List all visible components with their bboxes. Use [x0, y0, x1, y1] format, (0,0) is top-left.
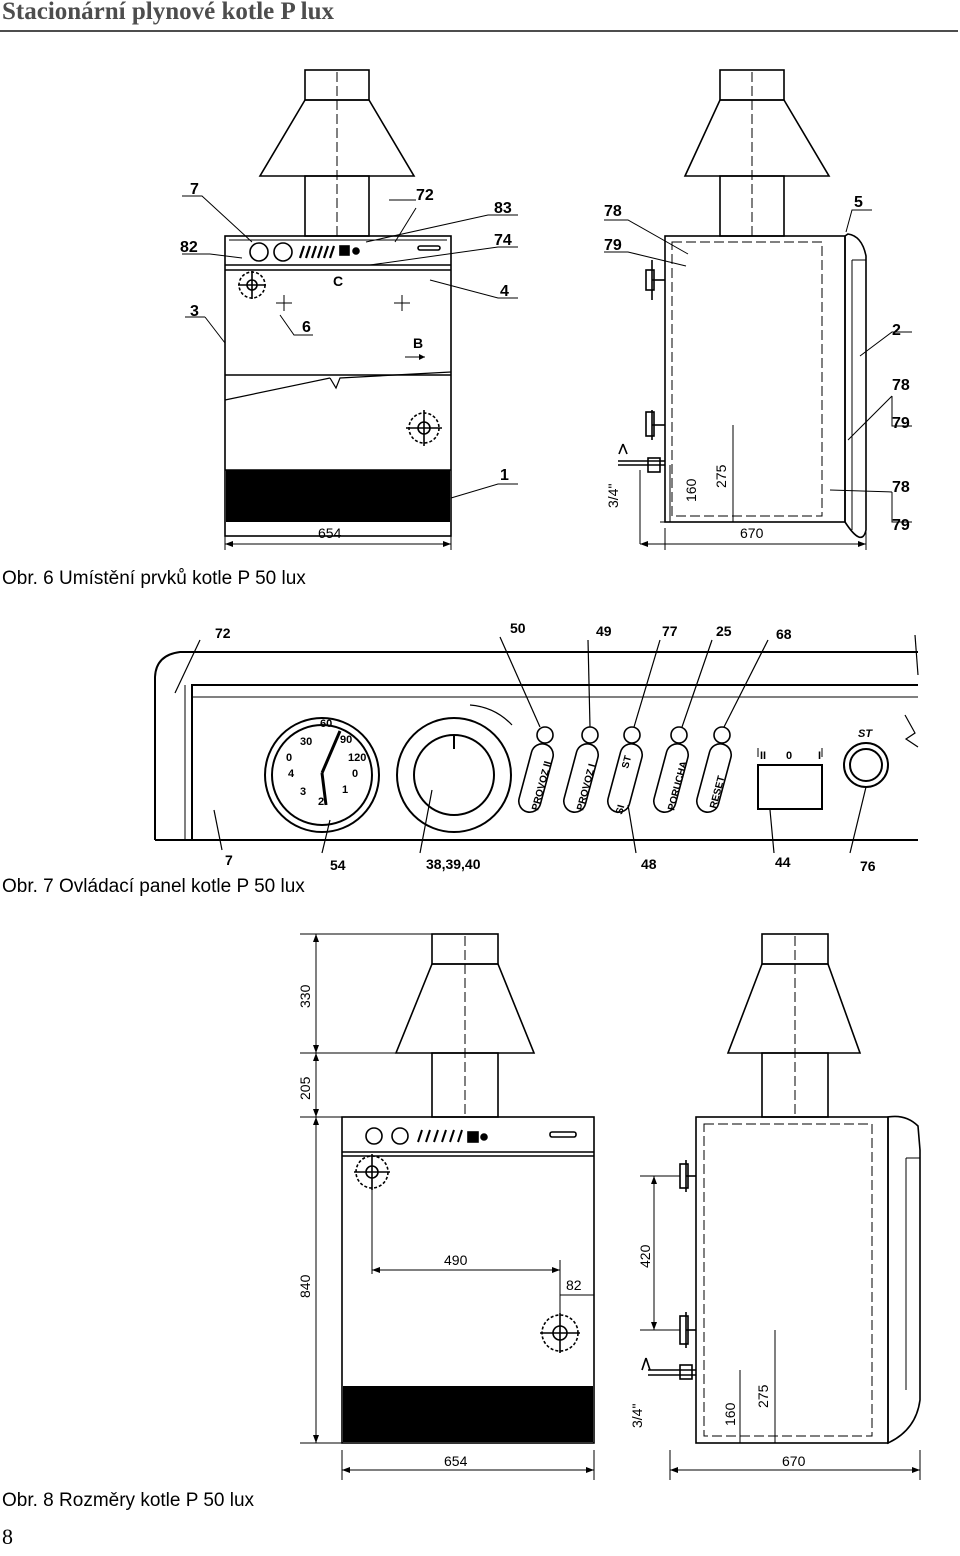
fig8-dim-labels: 330 205 840 490 82 654 420 160 275 670 3… — [297, 984, 806, 1469]
gauge-90: 90 — [340, 734, 352, 746]
callout-74: 74 — [494, 232, 512, 249]
fig6-side-dims — [604, 209, 912, 550]
callout-77: 77 — [662, 623, 678, 639]
dim-82: 82 — [566, 1277, 582, 1293]
callout-5: 5 — [854, 194, 863, 211]
callout-83: 83 — [494, 200, 512, 217]
fig7-temp-knob — [396, 704, 513, 833]
gauge-0b: 0 — [352, 768, 358, 780]
dim-330: 330 — [297, 984, 313, 1008]
dim-pipe: 3/4" — [629, 1404, 645, 1428]
dim-670: 670 — [782, 1453, 806, 1469]
callout-72: 72 — [416, 187, 434, 204]
label-provoz-1: PROVOZ I — [575, 763, 598, 812]
page-number: 8 — [2, 1524, 13, 1549]
gauge-60: 60 — [320, 718, 332, 730]
fig6-front-leaders — [182, 195, 518, 499]
callout-49: 49 — [596, 623, 612, 639]
fig7-caption: Obr. 7 Ovládací panel kotle P 50 lux — [2, 876, 305, 897]
callout-25: 25 — [716, 623, 732, 639]
fig6-callouts: 7 72 83 74 82 4 3 6 1 C B 654 78 79 5 2 … — [180, 181, 910, 541]
dim-275: 275 — [713, 464, 729, 488]
dim-420: 420 — [637, 1244, 653, 1268]
callout-79b: 79 — [892, 415, 910, 432]
gauge-120: 120 — [348, 752, 366, 764]
fig6-front-dim-654 — [224, 530, 452, 550]
fig6-side-body — [618, 233, 867, 539]
callout-79a: 79 — [604, 237, 622, 254]
fig6-caption: Obr. 6 Umístění prvků kotle P 50 lux — [2, 568, 306, 589]
gauge-4: 4 — [288, 768, 295, 780]
fig8-front-flue — [394, 933, 536, 1118]
fig8-side-body — [641, 1115, 921, 1445]
callout-68: 68 — [776, 626, 792, 642]
gauge-3: 3 — [300, 786, 306, 798]
callout-7: 7 — [225, 852, 233, 868]
fig6-drawing: 7 72 83 74 82 4 3 6 1 C B 654 78 79 5 2 … — [180, 69, 912, 550]
label-provoz-2: PROVOZ II — [530, 760, 554, 812]
dim-670: 670 — [740, 525, 764, 541]
callout-2: 2 — [892, 322, 901, 339]
callout-76: 76 — [860, 858, 876, 874]
callout-78c: 78 — [892, 479, 910, 496]
fig7-labels: 72 50 49 77 25 68 7 54 38,39,40 48 44 76… — [215, 620, 876, 874]
fig8-side-flue — [726, 933, 862, 1118]
fig6-front-body — [224, 235, 452, 537]
callout-38-39-40: 38,39,40 — [426, 856, 481, 872]
fig8-front-dims — [300, 933, 595, 1480]
fig7-leaders — [174, 636, 867, 854]
label-porucha: PORUCHA — [666, 760, 690, 812]
scale-mid: 0 — [786, 750, 792, 762]
label-si: SI — [614, 804, 627, 816]
fig8-drawing: 330 205 840 490 82 654 420 160 275 670 3… — [297, 933, 921, 1480]
callout-6: 6 — [302, 319, 311, 336]
page-header: Stacionární plynové kotle P lux — [0, 0, 960, 34]
gauge-30: 30 — [300, 736, 312, 748]
gauge-0a: 0 — [286, 752, 292, 764]
fig6-side-flue — [683, 69, 831, 237]
gauge-2: 2 — [318, 796, 324, 808]
fig7-mains-switch — [757, 748, 823, 810]
gauge-1: 1 — [342, 784, 348, 796]
callout-3: 3 — [190, 303, 199, 320]
dim-160: 160 — [722, 1402, 738, 1426]
fig8-caption: Obr. 8 Rozměry kotle P 50 lux — [2, 1490, 255, 1511]
scale-right: I — [818, 750, 821, 762]
header-rule — [0, 30, 958, 32]
scale-left: II — [760, 750, 766, 762]
label-st: ST — [620, 755, 634, 770]
fig7-thermometer — [264, 717, 380, 833]
callout-78a: 78 — [604, 203, 622, 220]
dim-654: 654 — [444, 1453, 468, 1469]
fig7-drawing: 72 50 49 77 25 68 7 54 38,39,40 48 44 76… — [154, 620, 919, 874]
dim-654: 654 — [318, 525, 342, 541]
st-button-label: ST — [858, 728, 873, 740]
fig6-front-flue — [258, 69, 416, 237]
callout-4: 4 — [500, 283, 509, 300]
callout-72: 72 — [215, 625, 231, 641]
callout-54: 54 — [330, 857, 346, 873]
letter-c: C — [333, 273, 343, 289]
dim-160: 160 — [683, 478, 699, 502]
fig7-panel-frame — [154, 634, 919, 841]
header-title: Stacionární plynové kotle P lux — [2, 0, 334, 25]
callout-48: 48 — [641, 856, 657, 872]
letter-b: B — [413, 335, 423, 351]
dim-490: 490 — [444, 1252, 468, 1268]
dim-pipe: 3/4" — [605, 484, 621, 508]
label-reset: RESET — [708, 775, 727, 810]
callout-79c: 79 — [892, 517, 910, 534]
dim-840: 840 — [297, 1274, 313, 1298]
callout-44: 44 — [775, 854, 791, 870]
callout-50: 50 — [510, 620, 526, 636]
callout-78b: 78 — [892, 377, 910, 394]
fig8-front-body — [341, 1116, 595, 1444]
dim-275: 275 — [755, 1384, 771, 1408]
callout-82: 82 — [180, 239, 198, 256]
callout-1: 1 — [500, 467, 509, 484]
fig8-side-dims — [640, 1175, 921, 1480]
dim-205: 205 — [297, 1076, 313, 1100]
fig7-st-button — [843, 742, 889, 788]
callout-7: 7 — [190, 181, 199, 198]
